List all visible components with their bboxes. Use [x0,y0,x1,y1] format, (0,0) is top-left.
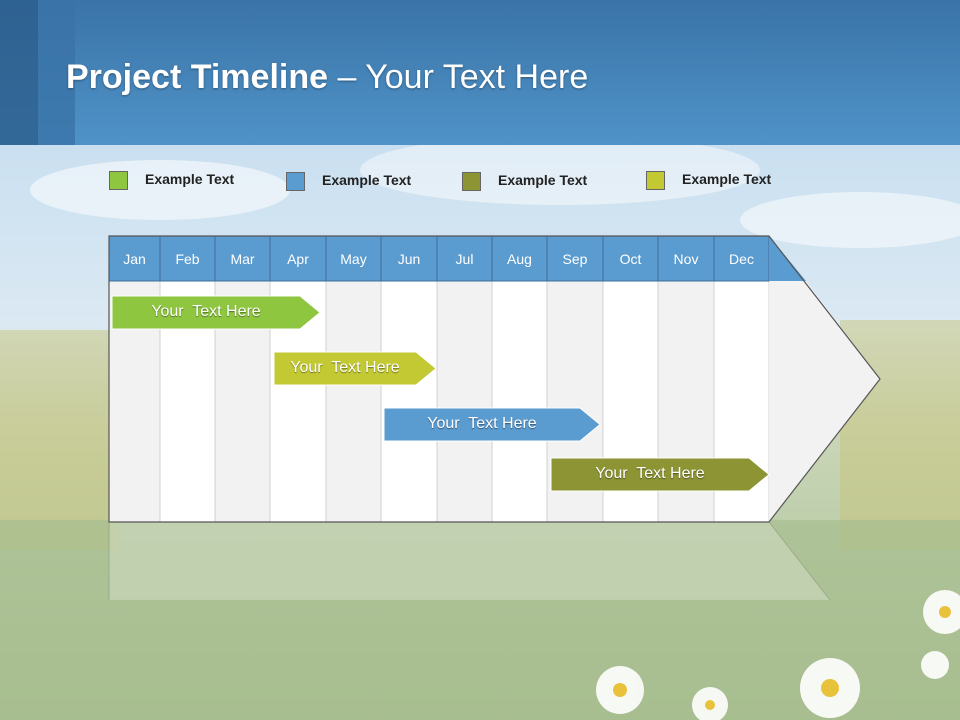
task-bar [550,457,770,492]
legend-label: Example Text [145,171,235,187]
timeline-outline [108,235,881,523]
legend-swatch [109,171,128,190]
task-bar-label: Your Text Here [595,465,705,482]
month-header-cell [380,235,438,282]
task-bar [383,407,601,442]
legend-label: Example Text [322,172,412,188]
month-label: Nov [674,251,699,267]
month-column [491,280,548,523]
diagram-reflection [108,521,831,601]
legend-swatch [462,172,481,191]
task-bar-label: Your Text Here [151,303,261,320]
title-rest: – Your Text Here [328,58,589,96]
task-bar-label: Your Text Here [427,415,537,432]
legend-label: Example Text [498,172,588,188]
month-header-cell [491,235,548,282]
banner-accent-strip [0,0,38,145]
reflection-shape [109,522,830,600]
month-label: Jul [456,251,474,267]
month-label: Feb [175,251,199,267]
task-bar [273,351,437,386]
month-header-cell [214,235,271,282]
title-bold: Project Timeline [66,58,329,96]
legend-swatch [646,171,665,190]
slide-title: Project Timeline – Your Text Here [66,58,588,97]
month-header-cell [159,235,216,282]
month-label: Sep [563,251,588,267]
month-header-cell [108,235,161,282]
month-label: Jun [398,251,421,267]
month-column [436,280,493,523]
month-label: Mar [230,251,254,267]
month-label: Dec [729,251,754,267]
task-bar [111,295,321,330]
legend-swatch [286,172,305,191]
task-bar-label: Your Text Here [290,359,400,376]
month-label: Aug [507,251,532,267]
month-column [325,280,382,523]
month-header-cell [713,235,770,282]
month-label: Oct [620,251,642,267]
reflection-edge [108,521,831,601]
month-label: May [340,251,366,267]
banner-accent-strip [38,0,75,145]
month-column [380,280,438,523]
month-label: Apr [287,251,309,267]
month-header-cell [436,235,493,282]
timeline-arrow-head [769,281,880,522]
title-banner: Project Timeline – Your Text Here [0,0,960,145]
legend-label: Example Text [682,171,772,187]
month-label: Jan [123,251,146,267]
